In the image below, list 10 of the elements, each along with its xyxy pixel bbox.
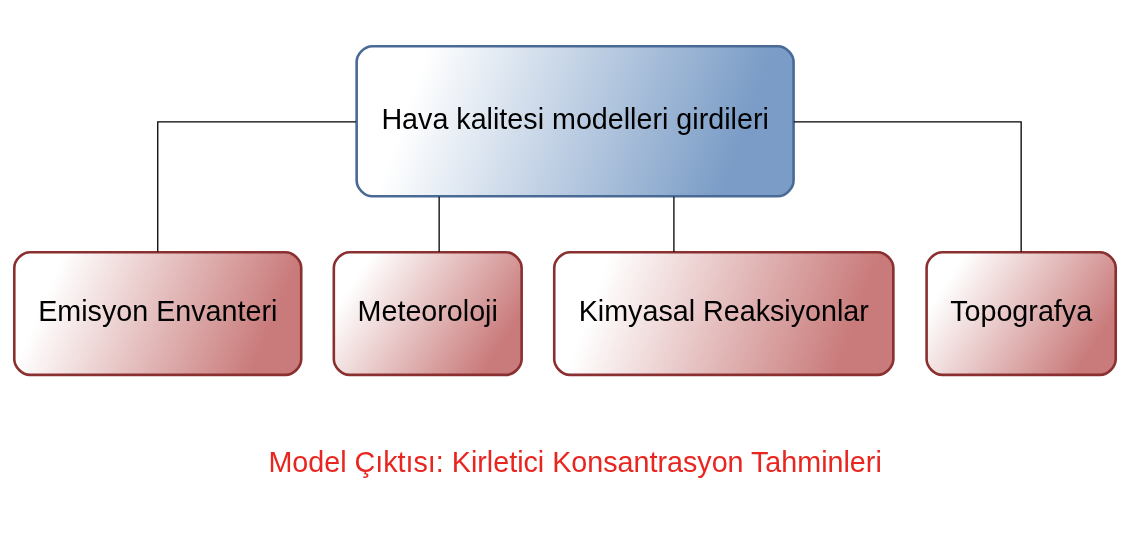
node-box: Topografya (925, 250, 1117, 376)
connector (673, 195, 675, 253)
node-box: Hava kalitesi modelleri girdileri (355, 44, 795, 197)
node-box: Meteoroloji (332, 250, 523, 376)
connector (793, 120, 1022, 252)
connector (438, 195, 440, 253)
connector (157, 120, 357, 252)
label: Model Çıktısı: Kirletici Konsantrasyon Tahminleri (268, 445, 882, 478)
node-box: Kimyasal Reaksiyonlar (552, 250, 895, 376)
node-box: Emisyon Envanteri (13, 250, 303, 376)
